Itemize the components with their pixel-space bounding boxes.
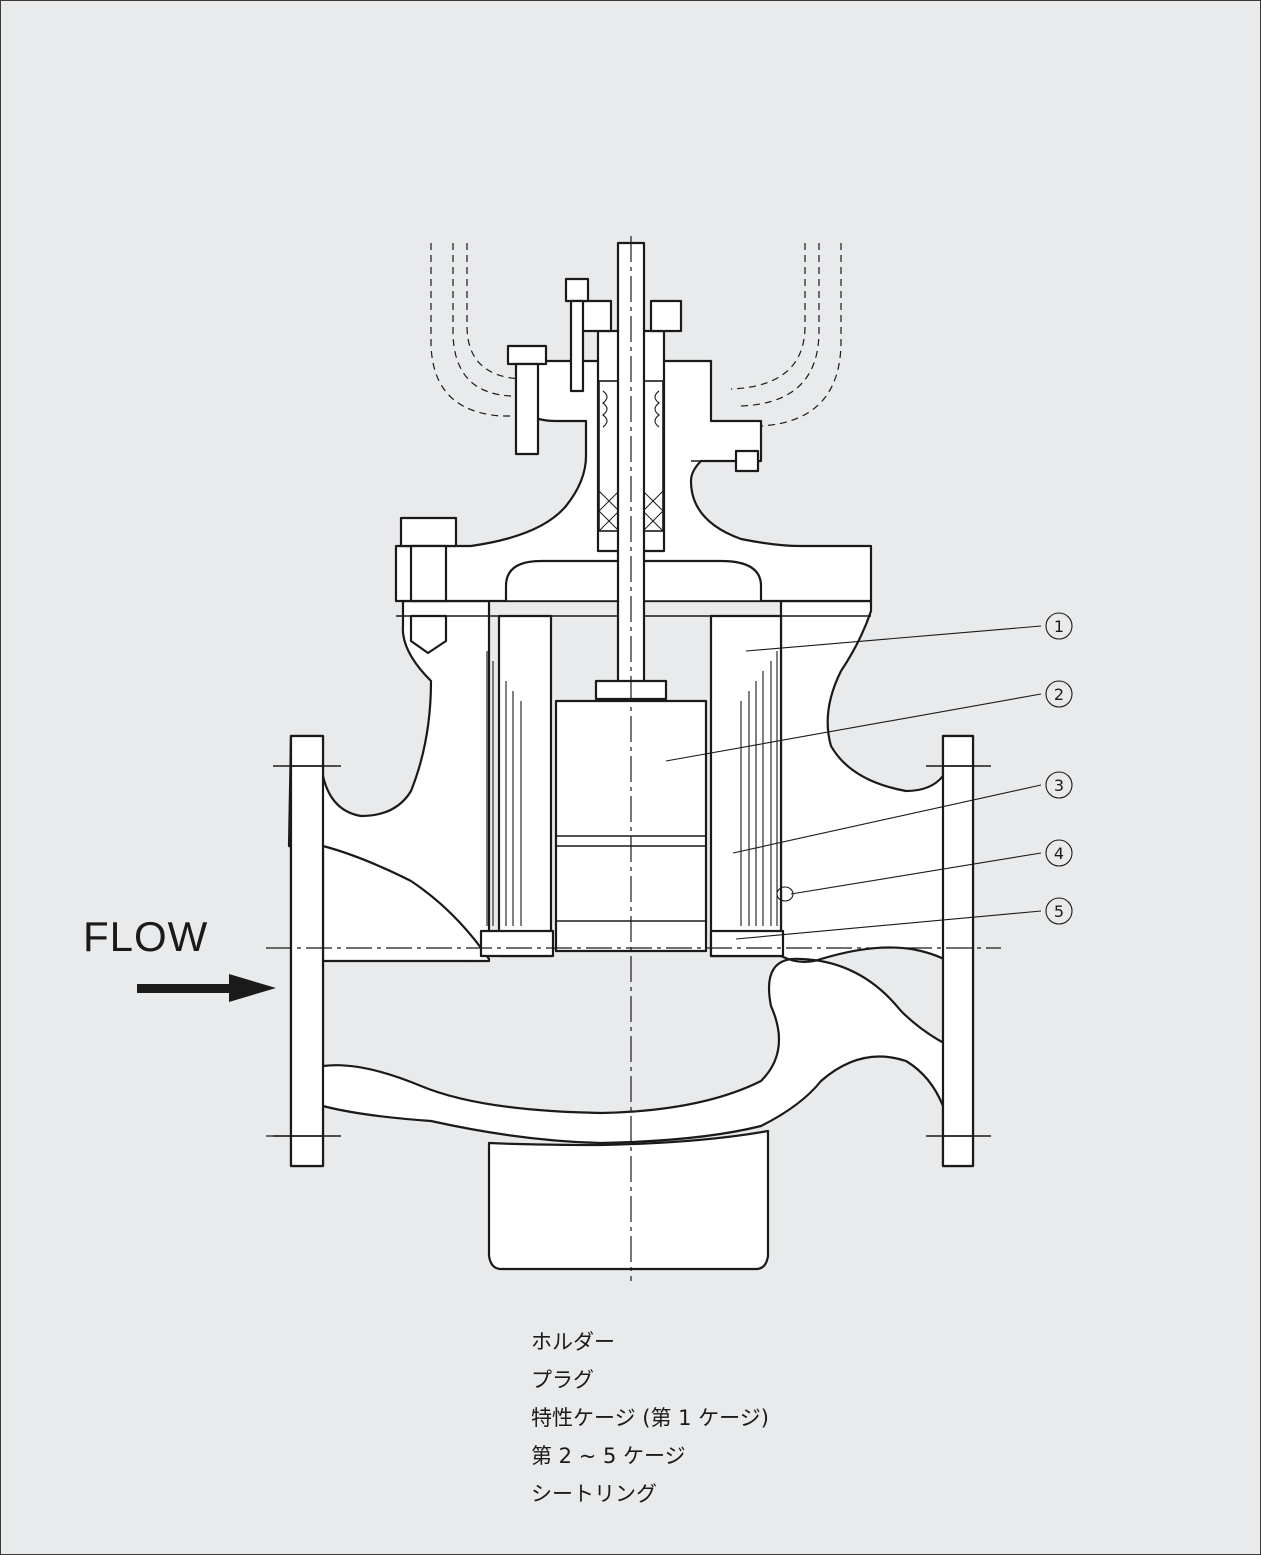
svg-text:4: 4	[1054, 844, 1064, 863]
legend-item-characteristic-cage: 特性ケージ (第 1 ケージ)	[531, 1406, 769, 1430]
svg-text:3: 3	[1054, 776, 1064, 795]
svg-text:2: 2	[1054, 685, 1064, 704]
cage-stack-lines	[486, 651, 778, 926]
actuator-yoke-outline	[430, 243, 842, 427]
bonnet-bolts	[399, 277, 760, 655]
svg-text:5: 5	[1054, 902, 1064, 921]
svg-text:1: 1	[1054, 617, 1064, 636]
legend-item-holder: ホルダー	[531, 1330, 615, 1354]
callout-leaders	[665, 625, 1042, 940]
flow-arrow-icon	[137, 974, 276, 1002]
callout-5: 5	[1045, 897, 1073, 925]
callout-3: 3	[1045, 771, 1073, 799]
callout-4: 4	[1045, 839, 1073, 867]
legend-item-seat-ring: シートリング	[531, 1482, 657, 1506]
legend-item-plug: プラグ	[531, 1368, 594, 1392]
cage-assembly	[479, 614, 785, 958]
legend-item-cages-2-5: 第 2 ~ 5 ケージ	[531, 1444, 686, 1468]
callout-1: 1	[1045, 612, 1073, 640]
parts-legend: ホルダー プラグ 特性ケージ (第 1 ケージ) 第 2 ~ 5 ケージ シート…	[531, 1323, 769, 1513]
flow-label: FLOW	[83, 913, 209, 960]
callout-2: 2	[1045, 680, 1073, 708]
